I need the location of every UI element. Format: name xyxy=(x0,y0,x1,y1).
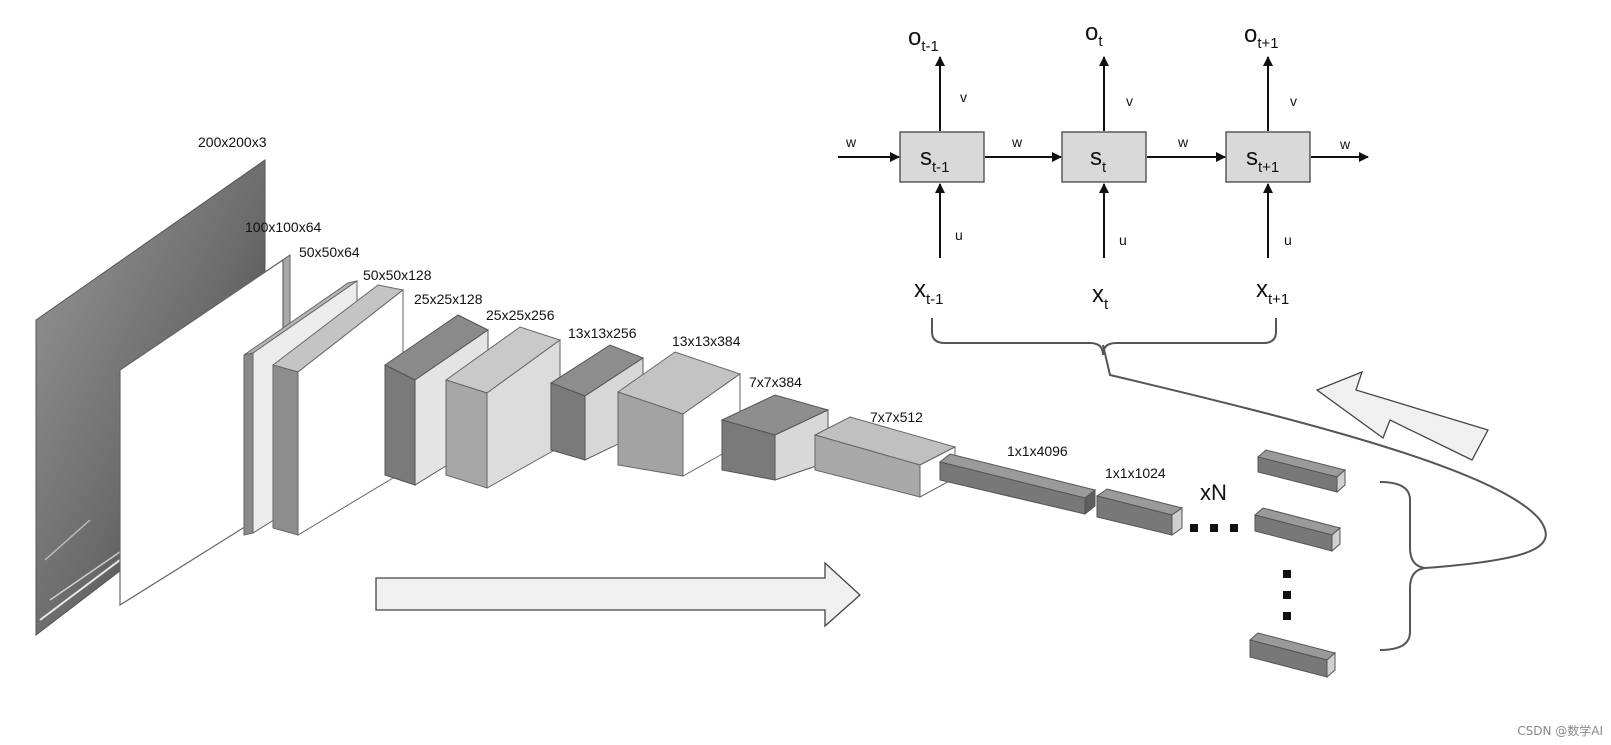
layer-label: 25x25x256 xyxy=(486,307,555,323)
weight-u-label: u xyxy=(955,227,963,243)
state-label: st+1 xyxy=(1246,144,1279,176)
input-brace xyxy=(931,318,1277,356)
cnn-layer-9 xyxy=(813,416,957,498)
layer-label: 1x1x4096 xyxy=(1007,443,1068,459)
layer-label: 13x13x256 xyxy=(568,325,637,341)
weight-w-label: w xyxy=(1177,134,1189,150)
weight-u-label: u xyxy=(1119,232,1127,248)
output-brace xyxy=(1379,481,1426,651)
output-block-1 xyxy=(1256,449,1347,494)
input-label: xt+1 xyxy=(1256,276,1289,308)
state-label: st xyxy=(1090,144,1107,176)
state-box xyxy=(1225,131,1311,183)
output-block-2 xyxy=(1253,507,1342,553)
watermark: CSDN @数学AI xyxy=(1517,724,1603,738)
layer-label: 200x200x3 xyxy=(198,134,267,150)
layer-label: 50x50x64 xyxy=(299,244,360,260)
output-label: ot-1 xyxy=(908,24,939,55)
cnn-layer-10 xyxy=(938,453,1097,516)
state-box xyxy=(899,131,985,183)
weight-u-label: u xyxy=(1284,232,1292,248)
cnn-layer-11 xyxy=(1095,488,1184,536)
layer-label: 7x7x512 xyxy=(870,409,923,425)
cnn-layer-3 xyxy=(271,284,405,536)
weight-v-label: v xyxy=(1290,93,1297,109)
ellipsis-dots xyxy=(1190,524,1238,532)
layer-label: 13x13x384 xyxy=(672,333,741,349)
output-block-3 xyxy=(1248,632,1337,679)
repeat-label: xN xyxy=(1200,480,1227,505)
layer-label: 1x1x1024 xyxy=(1105,465,1166,481)
state-box xyxy=(1061,131,1147,183)
weight-v-label: v xyxy=(960,89,967,105)
feedback-arrow xyxy=(1315,370,1489,461)
input-label: xt xyxy=(1092,281,1109,313)
layer-label: 100x100x64 xyxy=(245,219,322,235)
weight-w-label: w xyxy=(845,134,857,150)
output-label: ot xyxy=(1085,19,1103,50)
weight-v-label: v xyxy=(1126,93,1133,109)
weight-w-label: w xyxy=(1339,136,1351,152)
connector-curve xyxy=(1102,344,1547,569)
forward-arrow xyxy=(375,561,861,628)
input-label: xt-1 xyxy=(914,276,944,308)
state-label: st-1 xyxy=(920,144,950,176)
layer-label: 25x25x128 xyxy=(414,291,483,307)
output-label: ot+1 xyxy=(1244,21,1279,52)
layer-label: 50x50x128 xyxy=(363,267,432,283)
cnn-layer-5 xyxy=(444,326,562,489)
weight-w-label: w xyxy=(1011,134,1023,150)
layer-label: 7x7x384 xyxy=(749,374,802,390)
vertical-dots xyxy=(1283,570,1291,620)
